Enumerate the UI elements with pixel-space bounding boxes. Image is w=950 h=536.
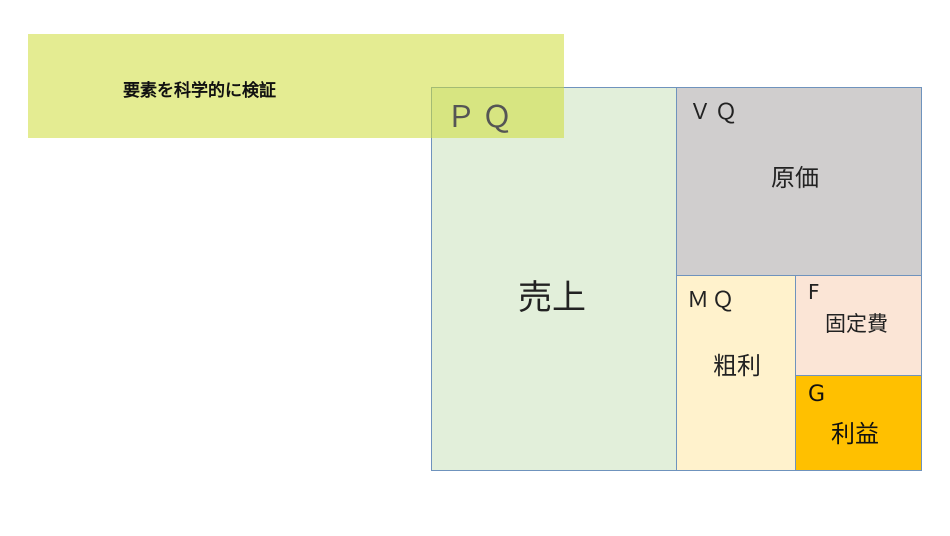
vq-cost-box: ＶＱ 原価 — [676, 87, 922, 276]
g-code: G — [808, 382, 826, 407]
pq-code: ＰＱ — [446, 100, 518, 135]
title-banner: 要素を科学的に検証 — [28, 34, 564, 138]
vq-label: 原価 — [771, 164, 819, 192]
f-code: F — [808, 280, 820, 304]
f-label: 固定費 — [825, 312, 888, 336]
pq-sales-box: ＰＱ 売上 — [431, 87, 677, 471]
mq-code: ＭＱ — [687, 288, 738, 313]
g-label: 利益 — [831, 420, 879, 448]
pq-label: 売上 — [518, 278, 586, 318]
mq-gross-profit-box: ＭＱ 粗利 — [676, 275, 796, 471]
banner-text: 要素を科学的に検証 — [123, 81, 276, 101]
f-fixed-cost-box: F 固定費 — [795, 275, 922, 376]
g-profit-box: G 利益 — [795, 375, 922, 471]
vq-code: ＶＱ — [689, 100, 742, 125]
mq-label: 粗利 — [713, 352, 761, 380]
